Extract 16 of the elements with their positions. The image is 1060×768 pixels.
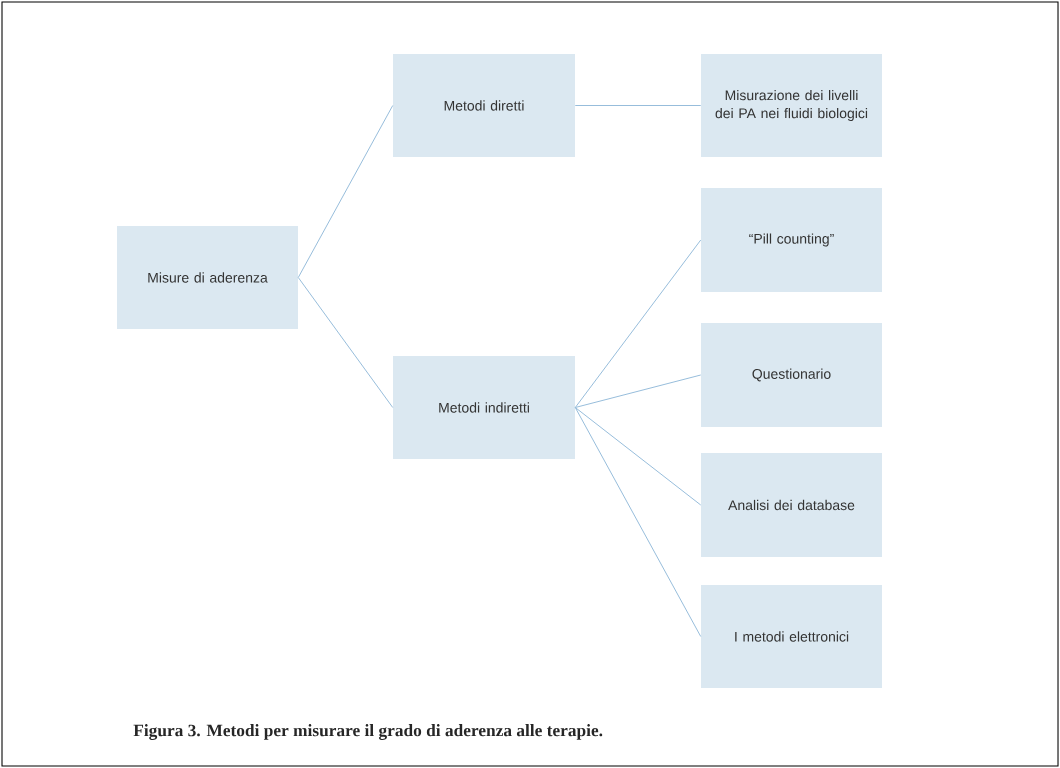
connector-line [574, 407, 702, 506]
connector-line [297, 277, 394, 408]
process-box: Misure di aderenza [117, 226, 298, 329]
process-box: Metodi indiretti [393, 356, 575, 459]
process-box: Analisi dei database [701, 453, 882, 557]
figure-caption: Figura 3. Metodi per misurare il grado di aderenza alle terapie. [133, 724, 603, 740]
process-box: I metodi elettronici [701, 585, 882, 688]
connector-line [574, 407, 702, 637]
process-box: Questionario [701, 323, 882, 427]
connector-line [574, 374, 702, 408]
process-box: Metodi diretti [393, 54, 575, 157]
connector-line [574, 105, 702, 106]
connector-line [297, 105, 394, 278]
connector-line [574, 239, 702, 408]
process-box: Misurazione dei livelli dei PA nei fluidi biologici [701, 54, 882, 157]
process-box: “Pill counting” [701, 188, 882, 292]
